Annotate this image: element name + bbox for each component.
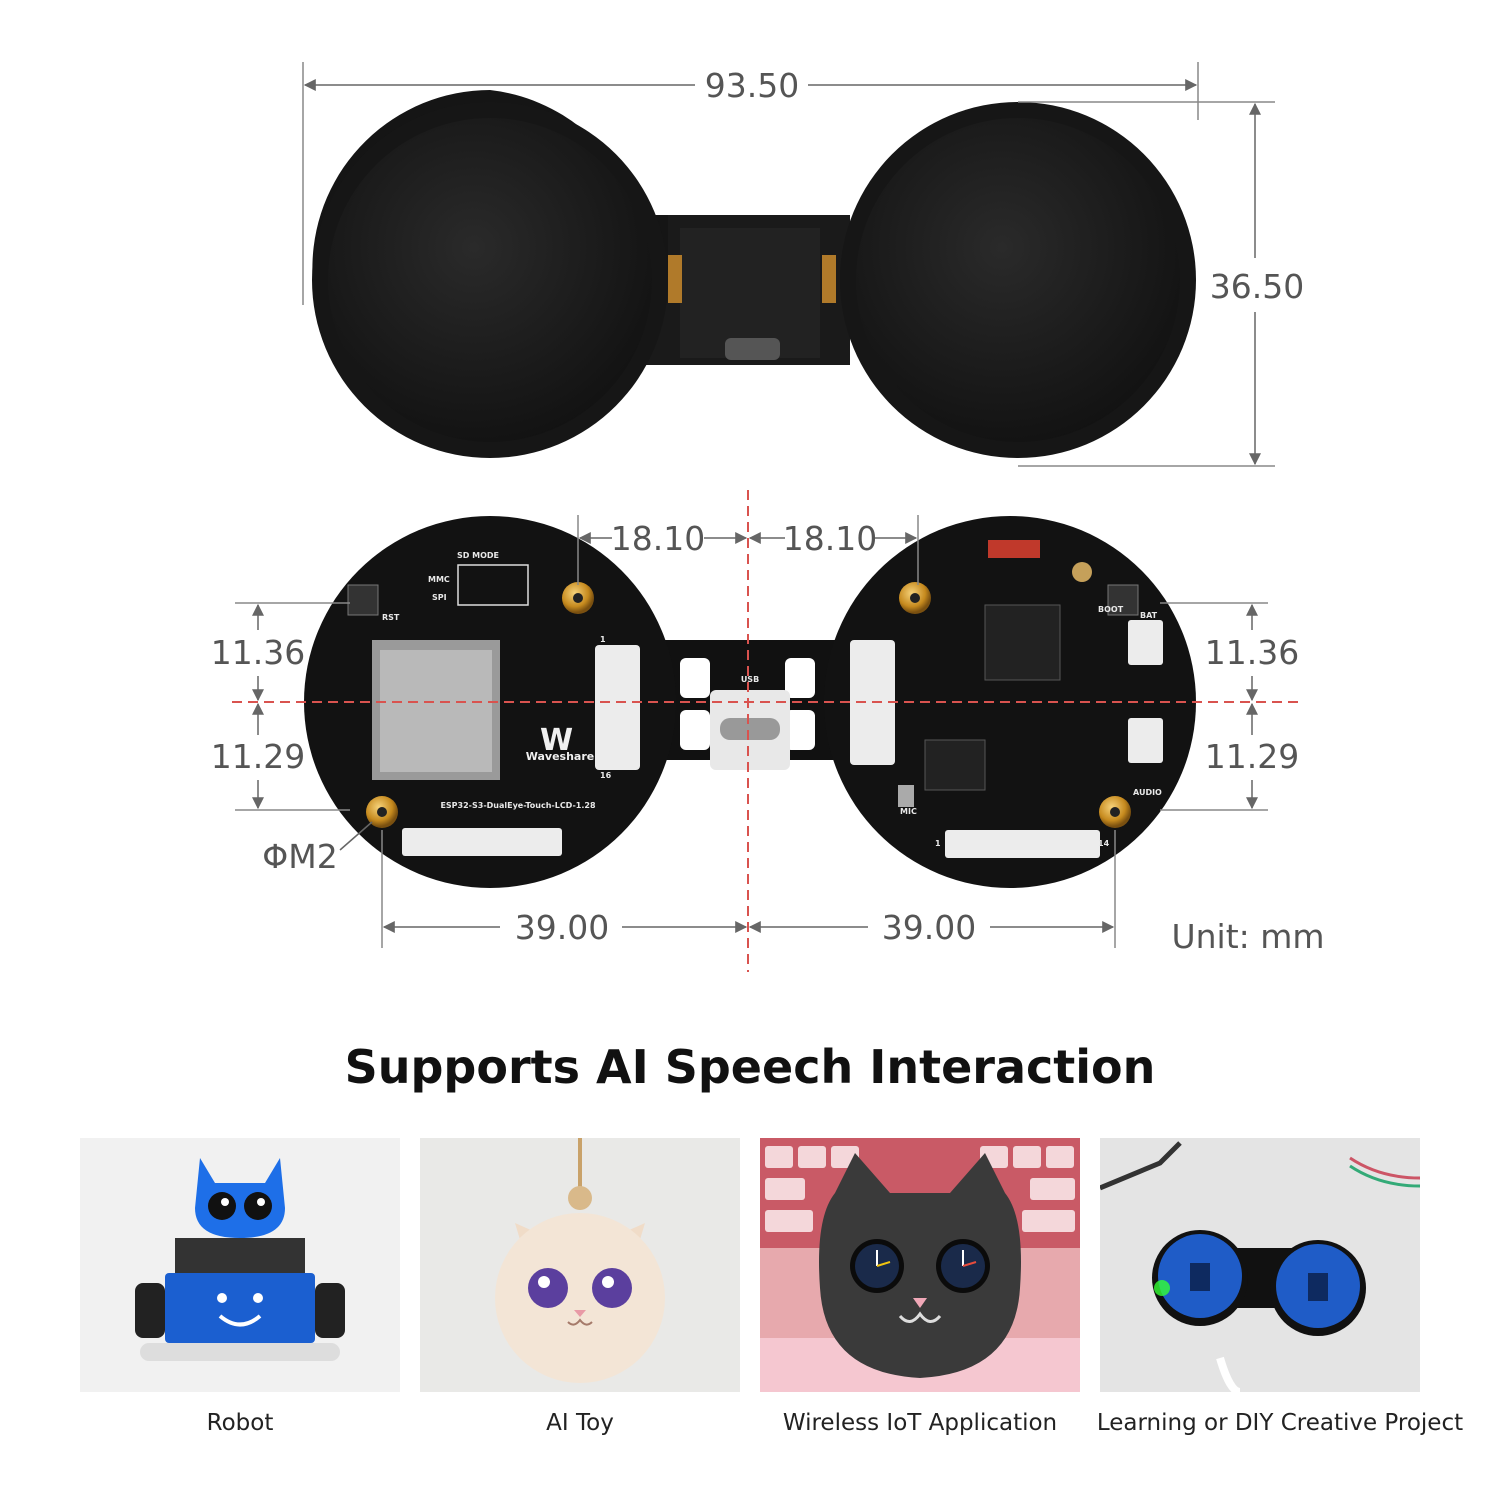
dim-hole-lower-left: 11.29 [211,737,305,776]
sd-mode-switch [457,564,529,606]
plush-toy [495,1213,665,1383]
cat-shaped-board [819,1153,1021,1378]
label-brand: Waveshare [526,750,594,763]
left-display-screen [328,118,652,442]
microphone [898,785,914,807]
dimension-diagram: 93.50 36.50 RST SD MODE MMC SPI Waveshar… [211,62,1325,972]
label-usb: USB [741,675,759,684]
toy-eye-display [528,1268,568,1308]
waveshare-logo-icon: W [540,723,573,758]
robot-body [165,1273,315,1343]
caption-diy: Learning or DIY Creative Project [1096,1410,1464,1436]
dim-cable-right: 18.10 [783,519,877,558]
label-boot: BOOT [1098,605,1124,614]
dim-hole-size: ΦM2 [262,837,337,876]
unit-label: Unit: mm [1171,917,1324,956]
bridge-slot [785,710,815,750]
label-pin14: 14 [1098,839,1110,848]
back-view: RST SD MODE MMC SPI Waveshare ESP32-S3-D… [211,490,1325,972]
label-bat: BAT [1140,611,1158,620]
label-pin1-left: 1 [600,635,606,644]
label-model: ESP32-S3-DualEye-Touch-LCD-1.28 [440,801,596,810]
bridge-slot [680,658,710,698]
header-connector-left [402,828,562,856]
rst-button [347,584,379,616]
dim-display-diameter: 36.50 [1210,267,1304,306]
dim-cable-left: 18.10 [611,519,705,558]
toy-eye-display [592,1268,632,1308]
dim-hole-upper-right: 11.36 [1205,633,1299,672]
bridge-slot [680,710,710,750]
dim-hole-lower-right: 11.29 [1205,737,1299,776]
dim-hole-upper-left: 11.36 [211,633,305,672]
app-image-ai-toy [420,1138,740,1392]
front-flex-right [822,255,836,303]
wheel [135,1283,165,1338]
caption-iot: Wireless IoT Application [782,1410,1058,1436]
fpc-connector-left [595,645,640,770]
boot-button [1107,584,1139,616]
label-audio: AUDIO [1133,788,1162,797]
bat-connector [1128,620,1163,665]
label-sd-mode: SD MODE [457,551,499,560]
front-usb-port [725,338,780,360]
label-rst: RST [382,613,400,622]
wheel [315,1283,345,1338]
audio-connector [1128,718,1163,763]
app-image-diy [1100,1138,1420,1392]
codec-chip [924,739,986,791]
dim-hole-span-right: 39.00 [882,908,976,947]
headline: Supports AI Speech Interaction [344,1040,1156,1094]
dim-total-width: 93.50 [705,66,799,105]
label-spi: SPI [432,593,447,602]
app-image-iot [760,1138,1080,1392]
right-display-screen [856,118,1180,442]
front-flex-left [668,255,682,303]
caption-ai-toy: AI Toy [546,1410,614,1436]
label-pin16: 16 [600,771,612,780]
header-connector-right [945,830,1100,858]
caption-robot: Robot [206,1410,274,1436]
front-connector-board [680,228,820,358]
bridge-slot [785,658,815,698]
label-mic: MIC [900,807,917,816]
esp32-chip [984,604,1061,681]
label-mmc: MMC [428,575,450,584]
antenna-connector [1072,562,1092,582]
front-view: 93.50 36.50 [302,62,1304,467]
label-pin1-right: 1 [935,839,941,848]
app-image-robot [80,1138,400,1392]
usb-c-port [720,718,780,740]
leader-line [339,821,373,851]
sd-card-slot-inner [380,650,492,772]
antenna-chip [988,540,1040,558]
dim-hole-span-left: 39.00 [515,908,609,947]
